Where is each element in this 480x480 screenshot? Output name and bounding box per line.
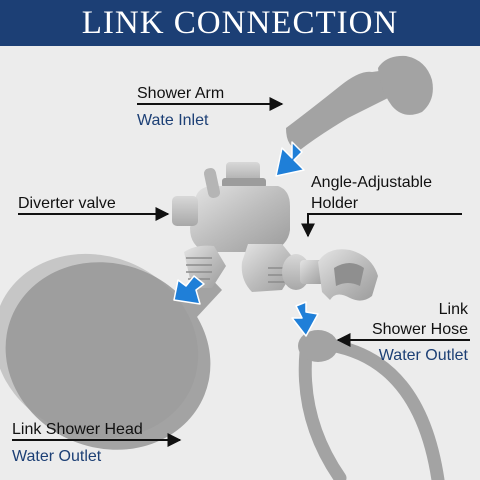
hose-label-line2: Shower Hose (372, 320, 468, 339)
diverter-valve (172, 162, 300, 292)
wate-inlet-label: Wate Inlet (137, 111, 208, 130)
diverter-valve-label: Diverter valve (18, 194, 116, 213)
shower-arm-silhouette (286, 56, 433, 150)
holder-label-line1: Angle-Adjustable (311, 173, 432, 192)
hose-label-line1: Link (439, 300, 468, 319)
angle-adjustable-holder (282, 249, 378, 300)
shower-arm-label: Shower Arm (137, 84, 224, 103)
head-water-outlet-label: Water Outlet (12, 447, 101, 466)
shower-head-label: Link Shower Head (12, 420, 143, 439)
holder-label-line2: Holder (311, 194, 358, 213)
hose-water-outlet-label: Water Outlet (379, 346, 468, 365)
